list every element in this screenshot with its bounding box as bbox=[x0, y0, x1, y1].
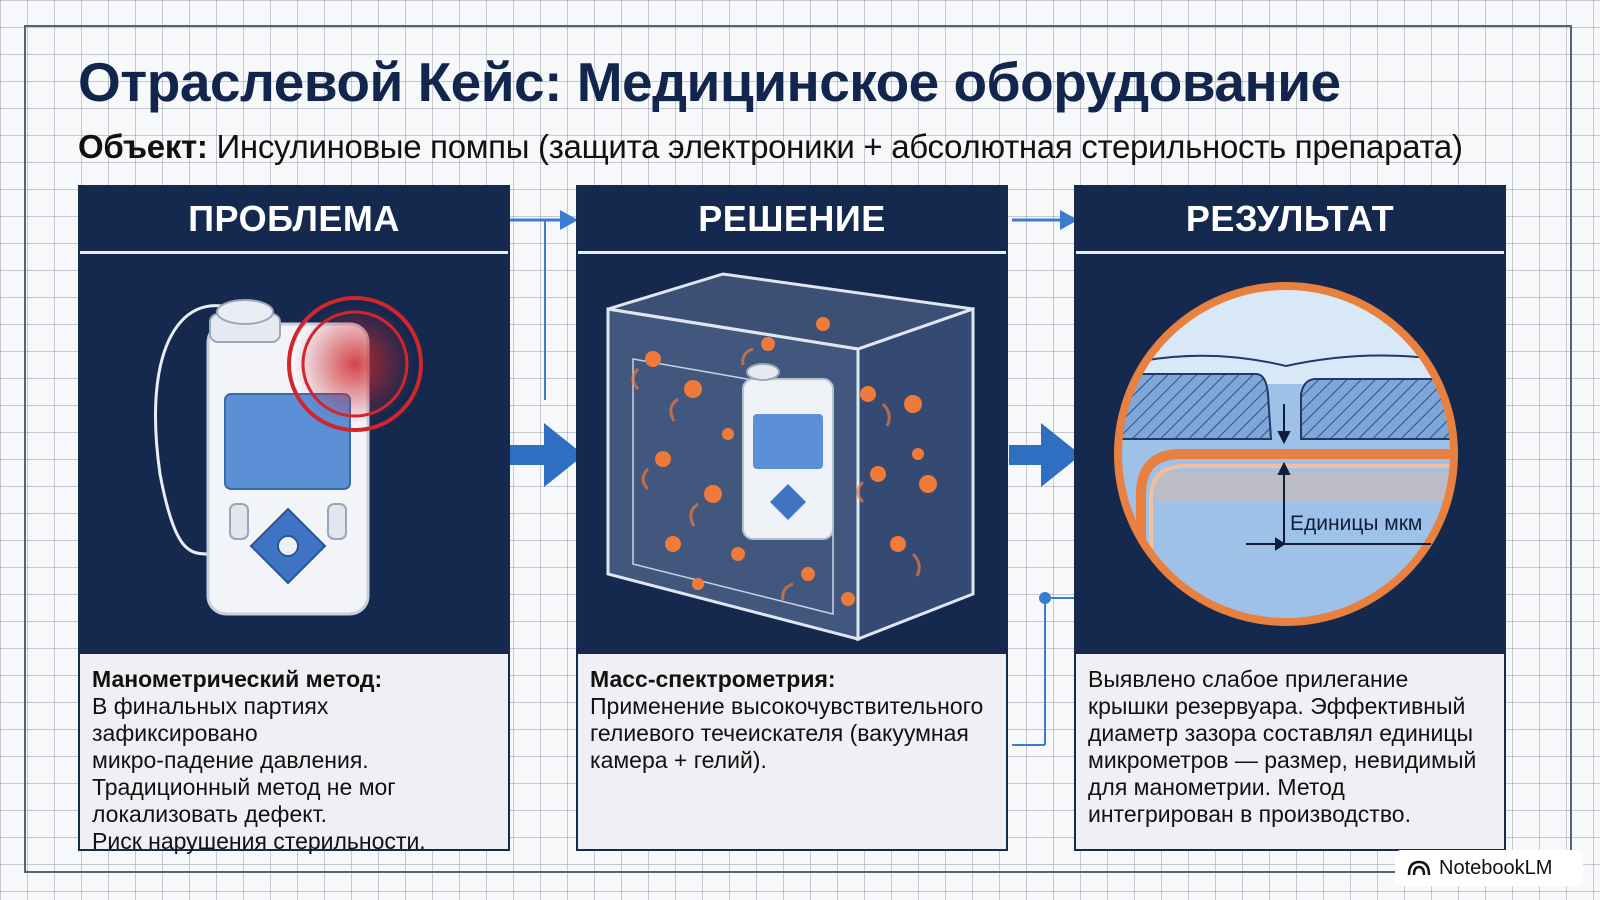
panel-solution-header: РЕШЕНИЕ bbox=[578, 187, 1006, 254]
leak-target-outer bbox=[287, 296, 423, 432]
subtitle-label: Объект: bbox=[78, 128, 208, 165]
arrow-head-small-1 bbox=[560, 210, 578, 230]
panel-result-header: РЕЗУЛЬТАТ bbox=[1076, 187, 1504, 254]
notebooklm-badge[interactable]: NotebookLM bbox=[1395, 850, 1583, 886]
arrow-head-small-2 bbox=[1060, 210, 1078, 230]
panel-solution-text: Масс-спектрометрия: Применение высокочув… bbox=[578, 654, 1006, 849]
solution-text-label: Масс-спектрометрия: bbox=[590, 666, 836, 692]
problem-text-label: Манометрический метод: bbox=[92, 666, 383, 692]
panel-result-illustration: Единицы мкм bbox=[1076, 254, 1504, 657]
connector-dot bbox=[1039, 592, 1051, 604]
panel-solution: РЕШЕНИЕ bbox=[576, 185, 1008, 851]
page-subtitle: Объект: Инсулиновые помпы (защита электр… bbox=[78, 128, 1463, 166]
badge-label: NotebookLM bbox=[1439, 856, 1553, 879]
result-line: диаметр зазора составлял единицы bbox=[1088, 720, 1474, 746]
result-line: микрометров — размер, невидимый bbox=[1088, 747, 1477, 773]
leak-glow bbox=[295, 304, 415, 424]
result-line: для манометрии. Метод bbox=[1088, 774, 1345, 800]
result-line: интегрирован в производство. bbox=[1088, 801, 1411, 827]
chamber-side bbox=[856, 306, 975, 642]
magnifier-ring bbox=[1114, 282, 1458, 626]
subtitle-text: Инсулиновые помпы (защита электроники + … bbox=[207, 128, 1463, 165]
problem-line: Традиционный метод не мог bbox=[92, 774, 396, 800]
panel-solution-illustration bbox=[578, 254, 1006, 657]
magnified-gap-illustration: Единицы мкм bbox=[1114, 282, 1458, 626]
reservoir-wall bbox=[1136, 449, 1454, 622]
problem-line: Риск нарушения стерильности. bbox=[92, 828, 426, 854]
solution-line: камера + гелий). bbox=[590, 747, 767, 773]
solution-line: Применение высокочувствительного bbox=[590, 693, 984, 719]
problem-line: локализовать дефект. bbox=[92, 801, 327, 827]
insulin-pump-illustration bbox=[154, 296, 423, 616]
problem-line: В финальных партиях зафиксировано bbox=[92, 693, 329, 746]
panel-problem: ПРОБЛЕМА Ма bbox=[78, 185, 510, 854]
page-frame bbox=[24, 25, 1572, 873]
leak-target-inner bbox=[301, 310, 409, 418]
panel-problem-header: ПРОБЛЕМА bbox=[80, 187, 508, 254]
panel-result-text: Выявлено слабое прилегание крышки резерв… bbox=[1076, 654, 1504, 849]
panel-result: РЕЗУЛЬТАТ bbox=[1074, 185, 1506, 851]
result-line: Выявлено слабое прилегание bbox=[1088, 666, 1409, 692]
gap-callout: Единицы мкм bbox=[1290, 512, 1422, 535]
vacuum-chamber-illustration bbox=[606, 272, 975, 642]
notebooklm-logo-icon bbox=[1407, 860, 1431, 876]
result-line: крышки резервуара. Эффективный bbox=[1088, 693, 1466, 719]
page-title: Отраслевой Кейс: Медицинское оборудовани… bbox=[78, 51, 1341, 113]
panel-problem-text: Манометрический метод: В финальных парти… bbox=[80, 654, 508, 854]
solution-line: гелиевого течеискателя (вакуумная bbox=[590, 720, 969, 746]
gap-dimension bbox=[1246, 404, 1431, 551]
panel-problem-illustration bbox=[80, 254, 508, 657]
helium-particles bbox=[645, 317, 937, 606]
problem-line: микро-падение давления. bbox=[92, 747, 369, 773]
